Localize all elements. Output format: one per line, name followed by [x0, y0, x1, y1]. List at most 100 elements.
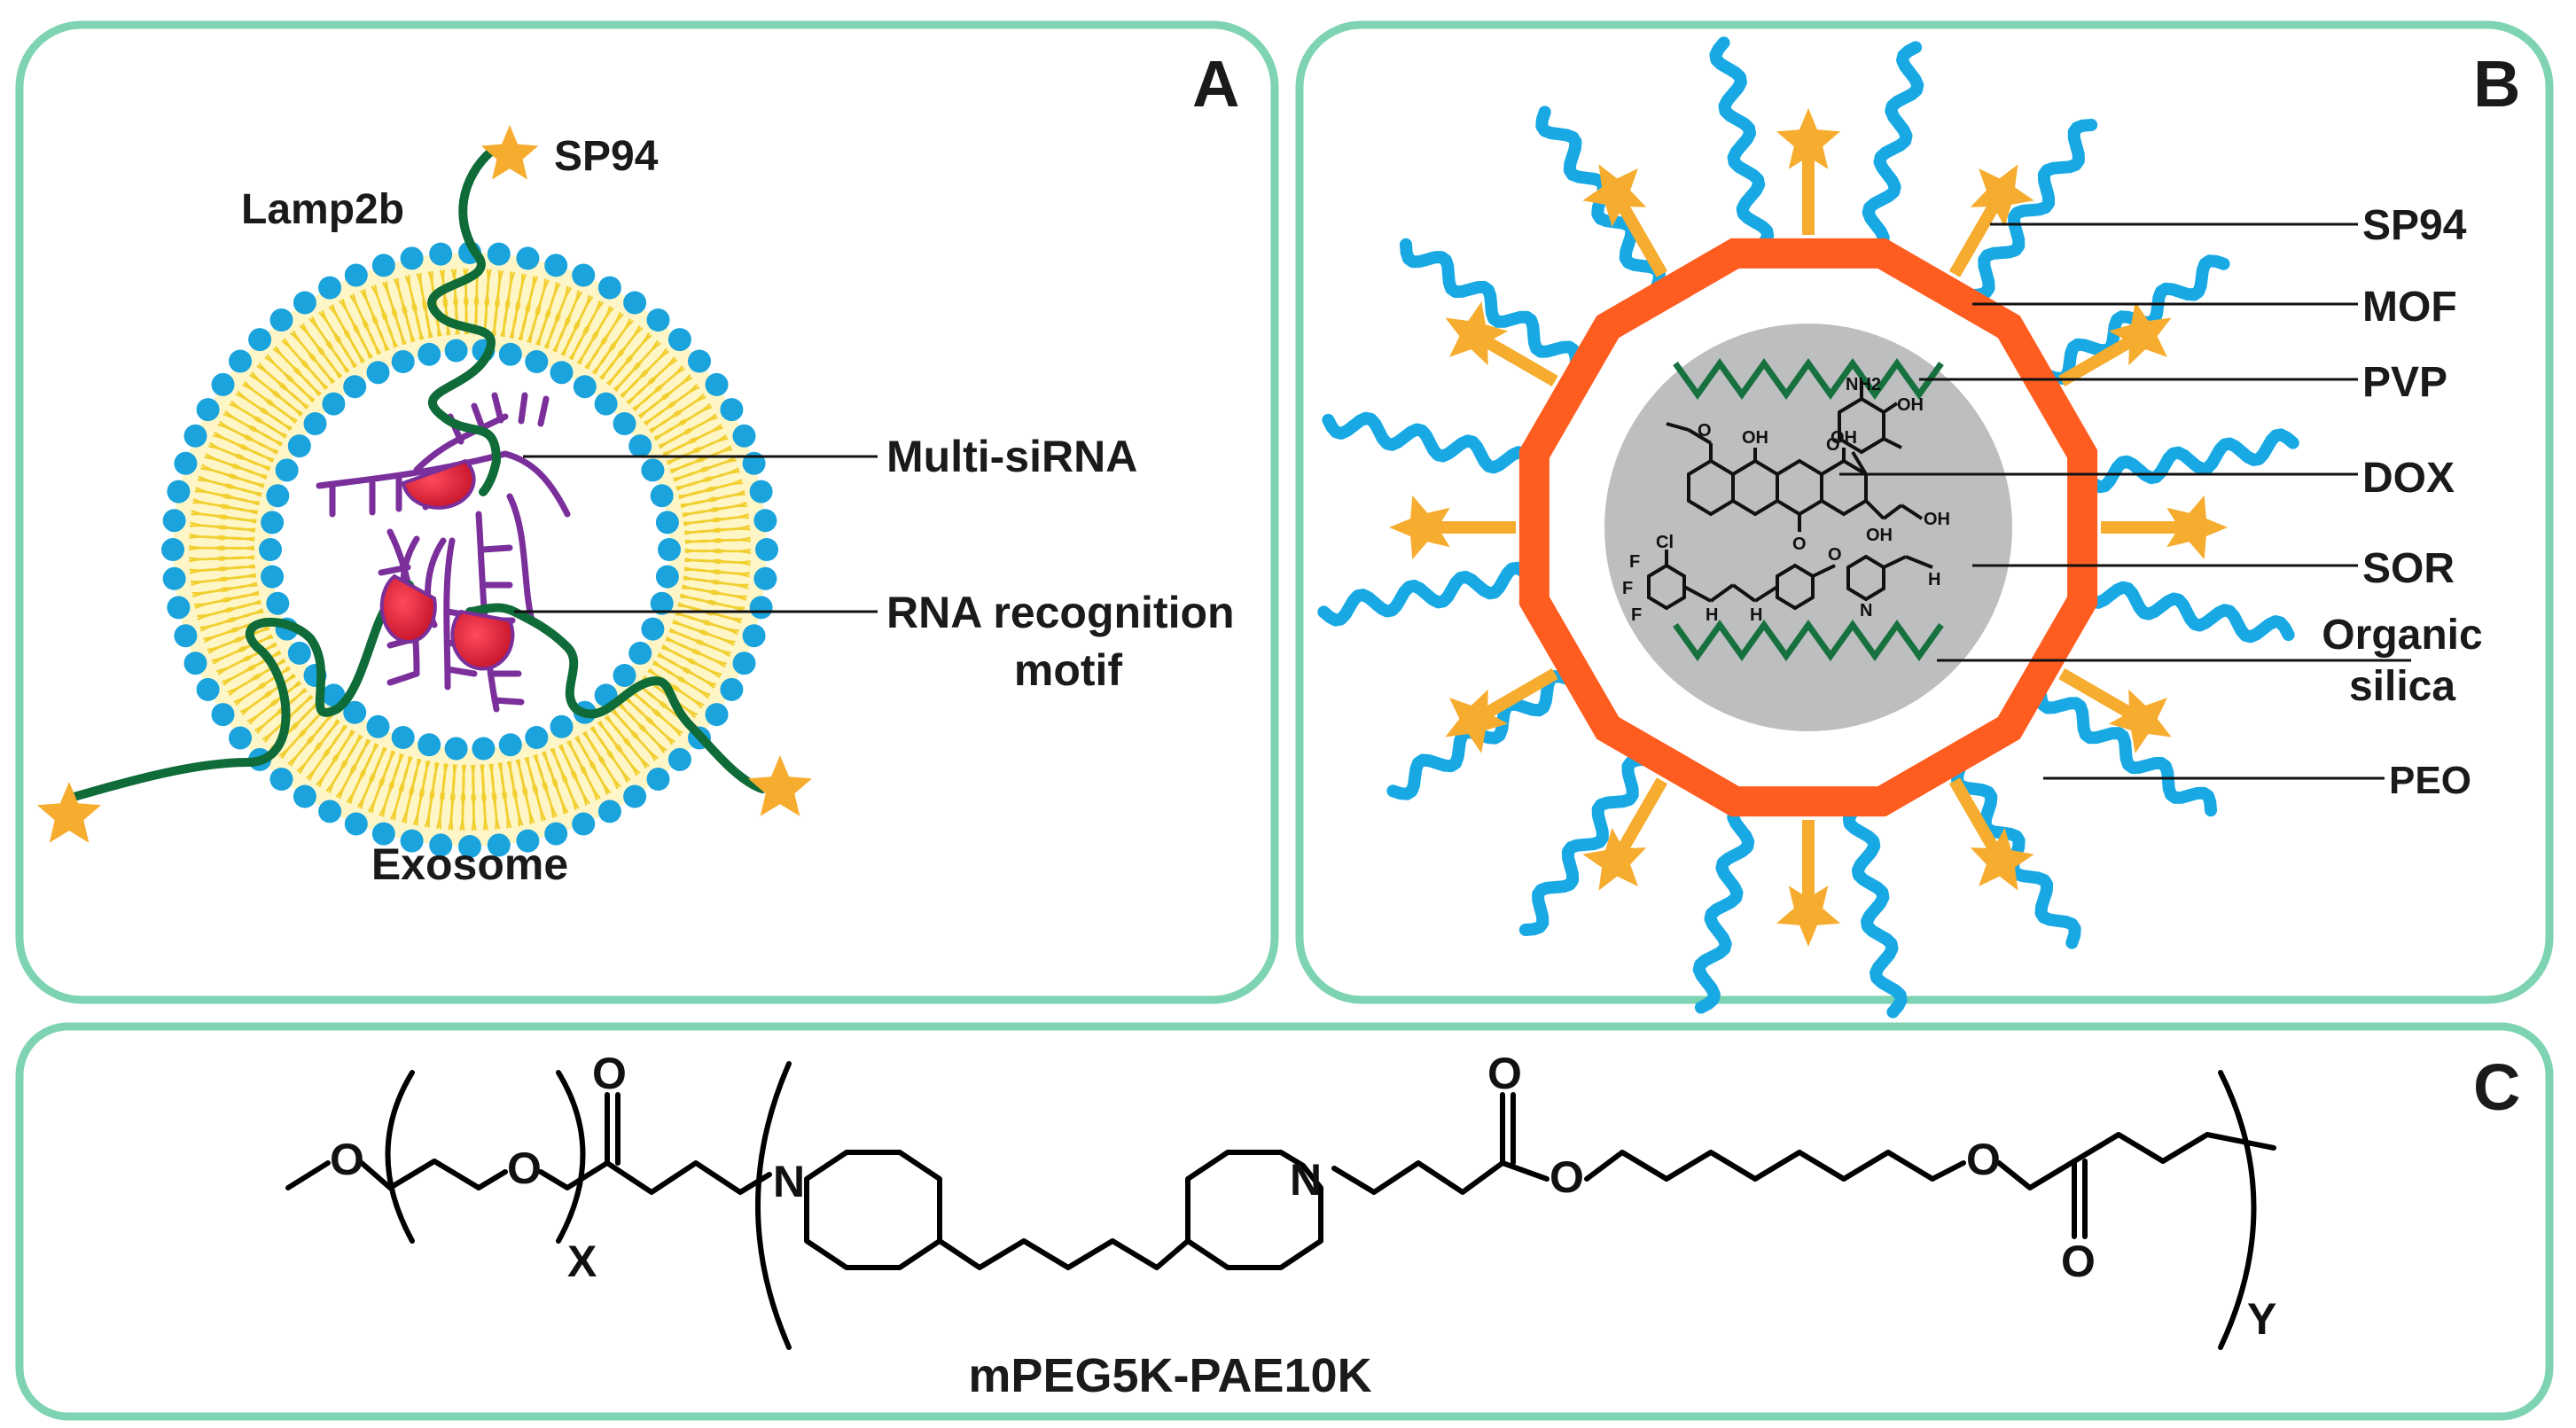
dox-oh-1: OH	[1897, 395, 1924, 415]
panel-a-letter: A	[1192, 47, 1239, 121]
lamp2b-chains	[66, 146, 767, 802]
label-mof: MOF	[2362, 284, 2457, 331]
panel-a-frame	[15, 20, 1279, 1004]
sor-n: N	[1860, 601, 1872, 620]
peo-chain	[2079, 581, 2295, 644]
lamp2b-right	[465, 603, 767, 793]
panel-b-leaders	[1839, 222, 2411, 780]
peo-chain	[1400, 238, 1583, 371]
sor-cl: Cl	[1656, 533, 1674, 552]
sor-h-1: H	[1706, 605, 1718, 625]
atom-o-carbonyl-1: O	[592, 1049, 627, 1098]
sp94-star	[480, 125, 539, 180]
lipid-tails	[173, 253, 767, 847]
sor-f-1: F	[1629, 552, 1640, 572]
peo-chain	[2081, 428, 2299, 494]
sp94-star	[36, 782, 102, 843]
sp94-star	[1582, 827, 1647, 891]
peo-chain	[1842, 800, 1908, 1018]
peo-chain	[1518, 753, 1651, 936]
label-sor: SOR	[2362, 545, 2455, 592]
panel-c-letter: C	[2473, 1050, 2520, 1124]
dox-o-quinone: O	[1792, 535, 1807, 554]
peo-chain	[1317, 561, 1535, 627]
label-rrm-line1: RNA recognition	[886, 588, 1235, 637]
atom-o-methoxy: O	[330, 1135, 364, 1184]
label-multi-sirna: Multi-siRNA	[886, 432, 1137, 481]
sor-atoms: Cl F F F H H O N H	[1622, 533, 1940, 625]
peo-chain	[1862, 41, 1924, 257]
dox-oh-4: OH	[1866, 526, 1893, 545]
sp94-star	[747, 755, 813, 816]
sp94-star	[1389, 495, 1450, 560]
sor-structure	[1647, 550, 1933, 611]
organic-silica-core	[1604, 324, 2012, 731]
polymer-structure	[285, 1061, 2276, 1350]
label-organic: Organic	[2322, 612, 2482, 659]
sp94-stars-a	[36, 125, 813, 843]
sor-h-2: H	[1750, 605, 1762, 625]
sor-f-2: F	[1622, 579, 1633, 598]
atom-x: X	[567, 1237, 597, 1286]
label-peo: PEO	[2389, 759, 2471, 802]
sp94-star	[2108, 689, 2172, 753]
dox-oh-3: OH	[1831, 428, 1857, 448]
atom-o-ester-2: O	[1966, 1135, 2001, 1184]
peo-chain	[1965, 119, 2098, 302]
sp94-star	[1970, 164, 2034, 228]
atom-o-carbonyl-3: O	[2061, 1237, 2096, 1286]
lamp2b-left	[66, 581, 414, 802]
dox-structure	[1666, 381, 1924, 532]
sor-f-3: F	[1631, 605, 1642, 625]
polymer-name: mPEG5K-PAE10K	[968, 1349, 1371, 1402]
panel-b: B	[1295, 20, 2554, 1018]
sp94-stars-b	[1389, 108, 2228, 947]
panel-a: A	[15, 20, 1279, 1004]
peo-chain	[1709, 36, 1775, 254]
dox-oh-2: OH	[1742, 428, 1768, 448]
sor-o: O	[1828, 545, 1842, 565]
label-pvp: PVP	[2362, 359, 2447, 406]
polymer-atoms: O O O X N N O O O O Y	[330, 1049, 2276, 1344]
sp94-star	[1582, 164, 1647, 228]
label-sp94-a: SP94	[554, 133, 659, 180]
panel-b-letter: B	[2473, 47, 2520, 121]
sor-h-3: H	[1928, 570, 1940, 589]
peo-chain	[2033, 684, 2217, 817]
exosome-membrane	[161, 241, 778, 858]
label-lamp2b: Lamp2b	[241, 186, 404, 233]
dox-oh-5: OH	[1924, 510, 1950, 529]
peo-chain	[1322, 411, 1538, 474]
lamp2b-top	[427, 146, 502, 496]
panel-b-frame	[1295, 20, 2554, 1004]
sp94-star	[1776, 108, 1841, 169]
atom-o-peg: O	[507, 1143, 542, 1193]
sp94-star	[1970, 827, 2034, 891]
label-sp94-b: SP94	[2362, 202, 2467, 249]
atom-o-carbonyl-2: O	[1487, 1049, 1522, 1098]
label-silica: silica	[2349, 663, 2455, 710]
sp94-star	[2108, 301, 2172, 366]
rna-recognition-motifs	[379, 458, 515, 671]
panel-c-frame	[15, 1022, 2554, 1421]
dox-o-ring: O	[1826, 435, 1840, 455]
multi-sirna-strands	[316, 392, 571, 713]
atom-y: Y	[2247, 1294, 2276, 1344]
sp94-star	[2166, 495, 2228, 560]
dox-nh2: NH2	[1846, 375, 1881, 394]
pvp-chains	[1673, 357, 1944, 662]
label-rrm-line2: motif	[1014, 645, 1123, 695]
label-exosome: Exosome	[371, 839, 568, 889]
atom-n-1: N	[773, 1157, 805, 1206]
dox-atoms: NH2 OH O O OH OH O OH OH	[1698, 375, 1950, 554]
peo-chain	[1692, 798, 1755, 1014]
label-dox: DOX	[2362, 455, 2455, 502]
panel-c: C	[15, 1022, 2554, 1421]
atom-o-ester-1: O	[1550, 1152, 1584, 1202]
panel-a-leaders	[514, 455, 878, 613]
sp94-star	[1445, 301, 1509, 366]
dox-o-methoxy: O	[1698, 421, 1712, 441]
sp94-star	[1445, 689, 1509, 753]
sp94-star	[1776, 886, 1841, 947]
